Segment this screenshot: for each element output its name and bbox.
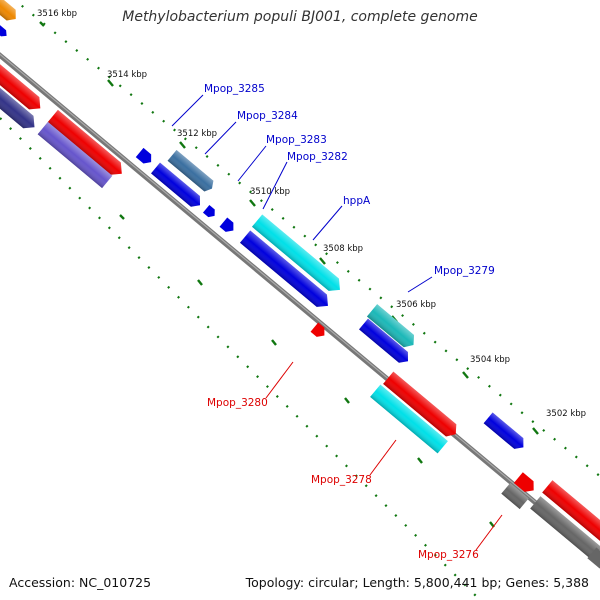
- tick-label-3502: 3502 kbp: [546, 409, 586, 419]
- tick-label-3514: 3514 kbp: [107, 70, 147, 80]
- gene-arrow: [310, 322, 325, 337]
- gene-arrow: [219, 217, 234, 232]
- gene-label-hppa[interactable]: hppA: [343, 195, 371, 207]
- tick-label-3506: 3506 kbp: [396, 300, 436, 310]
- gene-arrow: [167, 149, 214, 192]
- gene-arrow: [0, 58, 35, 129]
- gene-arrow: [239, 230, 328, 307]
- gene-label-mpop-3283[interactable]: Mpop_3283: [266, 134, 327, 146]
- tick-guide-outer: [13, 0, 600, 478]
- tick-guide-inner: [0, 117, 481, 600]
- gene-label-mpop-3285[interactable]: Mpop_3285: [204, 83, 265, 95]
- genome-backbone: [0, 52, 600, 560]
- gene-arrow: [0, 0, 16, 21]
- gene-label-mpop-3279[interactable]: Mpop_3279: [434, 265, 495, 277]
- gene-features: [0, 0, 600, 569]
- gene-label-mpop-3278[interactable]: Mpop_3278: [311, 474, 372, 486]
- gene-arrow: [501, 482, 529, 510]
- map-title: Methylobacterium populi BJ001, complete …: [122, 9, 478, 25]
- gene-arrow: [0, 36, 41, 110]
- accession-text: Accession: NC_010725: [9, 575, 152, 590]
- gene-arrow: [383, 371, 457, 437]
- gene-arrow: [37, 121, 113, 189]
- gene-arrow: [370, 384, 448, 454]
- gene-arrow: [151, 162, 201, 207]
- gene-arrow: [251, 214, 340, 291]
- label-leaders: [171, 94, 503, 551]
- gene-label-mpop-3280[interactable]: Mpop_3280: [207, 397, 268, 409]
- gene-arrow: [202, 204, 215, 218]
- tick-label-3512: 3512 kbp: [177, 129, 217, 139]
- gene-arrow: [513, 472, 534, 492]
- gene-arrow: [530, 496, 600, 560]
- gene-arrow: [542, 480, 600, 544]
- gene-arrow: [359, 318, 409, 363]
- tick-label-3510: 3510 kbp: [250, 187, 290, 197]
- gene-arrow: [587, 547, 600, 569]
- tick-label-3516: 3516 kbp: [37, 9, 77, 19]
- gene-label-mpop-3284[interactable]: Mpop_3284: [237, 110, 298, 122]
- gene-arrow: [0, 22, 7, 37]
- genome-backbone-highlight: [0, 53, 600, 557]
- topology-summary: Topology: circular; Length: 5,800,441 bp…: [245, 575, 589, 590]
- tick-label-3508: 3508 kbp: [323, 244, 363, 254]
- gene-arrow: [135, 147, 152, 164]
- gene-arrow: [483, 412, 524, 449]
- gene-label-mpop-3276[interactable]: Mpop_3276: [418, 549, 479, 561]
- tick-label-3504: 3504 kbp: [470, 355, 510, 365]
- gene-label-mpop-3282[interactable]: Mpop_3282: [287, 151, 348, 163]
- gene-arrow: [47, 109, 122, 175]
- gene-arrow: [366, 304, 415, 348]
